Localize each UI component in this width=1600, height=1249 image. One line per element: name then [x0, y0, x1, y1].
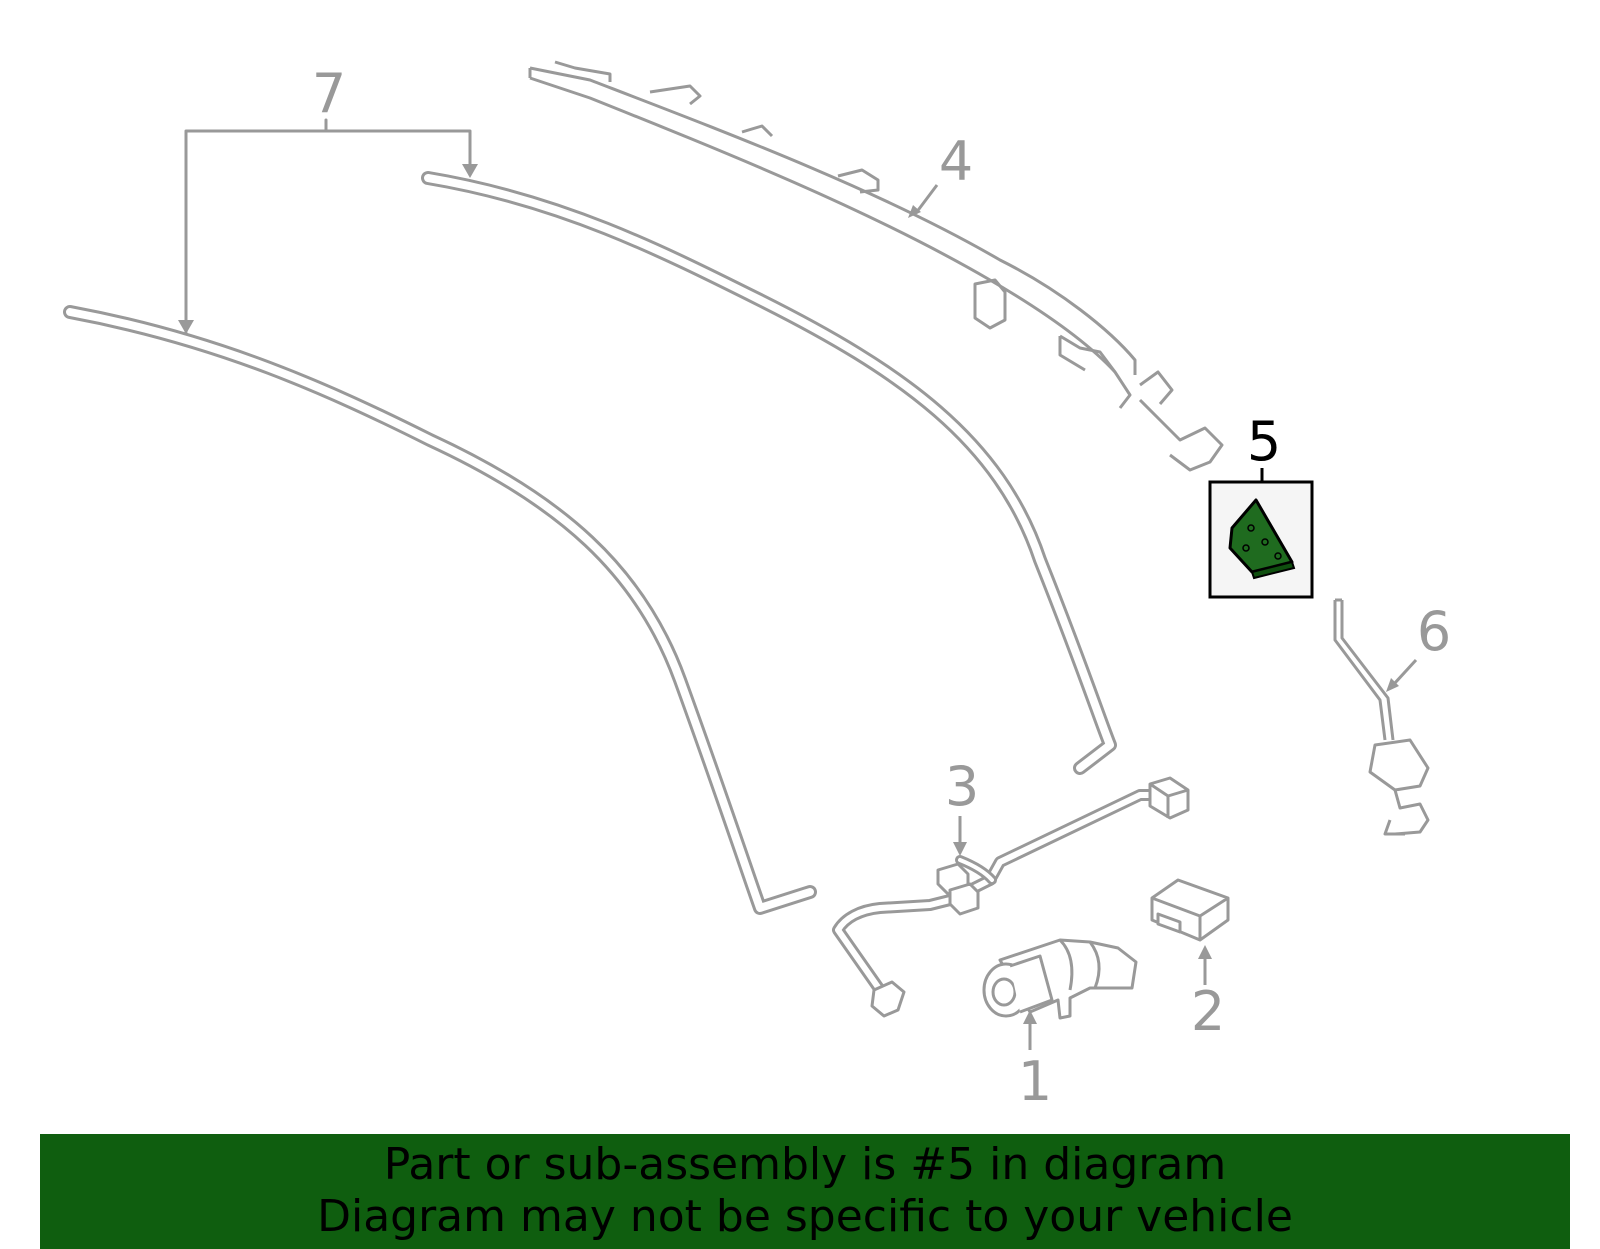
banner-line-1: Part or sub-assembly is #5 in diagram: [383, 1139, 1227, 1190]
part-1-component: [982, 938, 1138, 1020]
callout-2: 2: [1191, 980, 1225, 1043]
part-3-connectors: [870, 776, 1190, 1018]
part-6-bracket: [1333, 598, 1430, 836]
part-1-arrow: [1023, 1010, 1037, 1050]
part-4-arrow: [908, 184, 939, 218]
info-banner: Part or sub-assembly is #5 in diagram Di…: [40, 1134, 1570, 1249]
callout-6: 6: [1417, 600, 1451, 663]
part-2-arrow: [1198, 945, 1212, 985]
callout-1: 1: [1018, 1050, 1052, 1113]
part-7-moldings: [63, 118, 1117, 915]
callout-3: 3: [945, 755, 979, 818]
part-7-arrows: [178, 164, 478, 334]
part-4-rail: [528, 60, 1224, 472]
parts-diagram: 1 2 3 4 5 6 7: [63, 60, 1451, 1113]
part-3-arrow: [953, 816, 967, 856]
part-2-module: [1150, 878, 1230, 942]
callout-7: 7: [312, 62, 346, 125]
callout-4: 4: [939, 130, 973, 193]
part-6-arrow: [1386, 658, 1418, 692]
banner-line-2: Diagram may not be specific to your vehi…: [317, 1191, 1293, 1242]
callout-5: 5: [1247, 410, 1281, 473]
part-5-highlight[interactable]: [1208, 468, 1314, 599]
